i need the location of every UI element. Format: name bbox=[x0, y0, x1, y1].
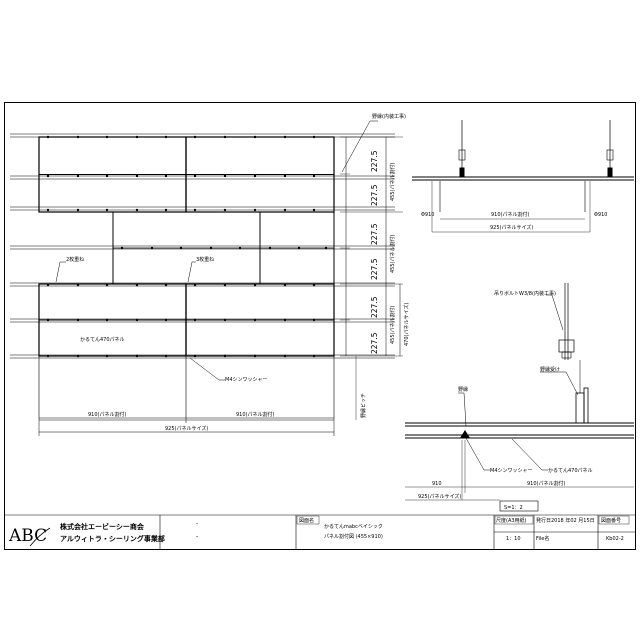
plan-dim-455-cut-1: 455(パネル割付) bbox=[389, 163, 396, 201]
plan-dim-455-cut-3: 455(パネル割付) bbox=[389, 306, 396, 344]
drawing-no-label: 図面番号 bbox=[601, 517, 621, 524]
plan-washer-label: M4シンワッシャー bbox=[225, 377, 268, 383]
plan-view bbox=[10, 120, 403, 436]
sheet-border bbox=[4, 102, 636, 550]
issue-date: 発行日2018 年02 月15日 bbox=[536, 517, 595, 524]
title-block bbox=[4, 514, 636, 550]
company-division: アルウィトラ・シーリング事業部 bbox=[60, 534, 165, 543]
section-bottom-hanger-label: 野縁受け bbox=[540, 366, 560, 373]
section-bottom-dim-cut: 910(パネル割付) bbox=[527, 480, 565, 487]
plan-dim-2275-6: 227.5 bbox=[370, 332, 379, 354]
title-dash-2: - bbox=[196, 533, 198, 540]
plan-dim-2275-1: 227.5 bbox=[370, 150, 379, 172]
plan-2layer-label: 2枚重ね bbox=[66, 256, 84, 263]
plan-dim-cut-left: 910(パネル割付) bbox=[88, 411, 126, 418]
company-logo: ABC bbox=[8, 526, 47, 546]
plan-dim-2275-5: 227.5 bbox=[370, 296, 379, 318]
scale-box bbox=[499, 500, 539, 512]
furring-lines bbox=[10, 133, 395, 359]
plan-panel-label: かるてん470パネル bbox=[80, 336, 125, 343]
section-bottom-panel-label: かるてん470パネル bbox=[548, 467, 593, 474]
drawing-name-label: 図面名 bbox=[299, 517, 314, 524]
plan-dim-cut-right: 910(パネル割付) bbox=[236, 411, 274, 418]
plan-dim-size: 925(パネルサイズ) bbox=[165, 425, 208, 432]
plan-dim-2275-2: 227.5 bbox=[370, 184, 379, 206]
section-bottom-joint-mark bbox=[460, 430, 470, 438]
section-top bbox=[412, 120, 634, 233]
scale-label: S=1：2 bbox=[504, 505, 523, 511]
plan-3layer-label: 3枚重ね bbox=[196, 256, 214, 263]
section-bottom-dim-size: 925(パネルサイズ) bbox=[418, 493, 461, 500]
scale-field-label: 尺度(A3用紙) bbox=[496, 517, 527, 524]
file-name-label: File名 bbox=[536, 535, 549, 542]
plan-dim-470-size: 470(パネルサイズ) bbox=[403, 303, 410, 346]
section-top-dim-size: 925(パネルサイズ) bbox=[490, 224, 533, 231]
section-top-phi-left: Φ910 bbox=[421, 212, 434, 218]
logo-swoosh bbox=[29, 527, 51, 547]
drawing-name-1: かるてんmabcベイシック bbox=[324, 523, 383, 530]
drawing-no-value: Kb02-2 bbox=[606, 536, 624, 542]
plan-dim-2275-3: 227.5 bbox=[370, 223, 379, 245]
company-name: 株式会社エービーシー商会 bbox=[60, 522, 145, 531]
drawing-name-2: パネル割付図 (455×910) bbox=[324, 533, 383, 540]
plan-pitch-label: 野縁ピッチ bbox=[360, 393, 367, 418]
plan-wire-label: 野縁(内装工事) bbox=[372, 113, 406, 120]
section-bottom-washer-label: M4シンワッシャー bbox=[490, 468, 533, 474]
plan-dim-2275-4: 227.5 bbox=[370, 258, 379, 280]
plan-dim-455-cut-2: 455(パネル割付) bbox=[389, 235, 396, 273]
section-bottom bbox=[405, 283, 634, 501]
title-dash-1: - bbox=[196, 520, 198, 527]
section-top-dim-cut: 910(パネル割付) bbox=[491, 211, 529, 218]
screw-marks bbox=[46, 135, 328, 358]
section-bottom-bolt-label: 吊りボルトW3/8(内装工事) bbox=[494, 290, 556, 297]
section-top-phi-right: Φ910 bbox=[594, 212, 607, 218]
scale-field-value: 1：10 bbox=[506, 536, 521, 542]
section-bottom-wire-label: 野縁 bbox=[458, 386, 468, 393]
section-bottom-dim-910: 910 bbox=[432, 481, 442, 487]
